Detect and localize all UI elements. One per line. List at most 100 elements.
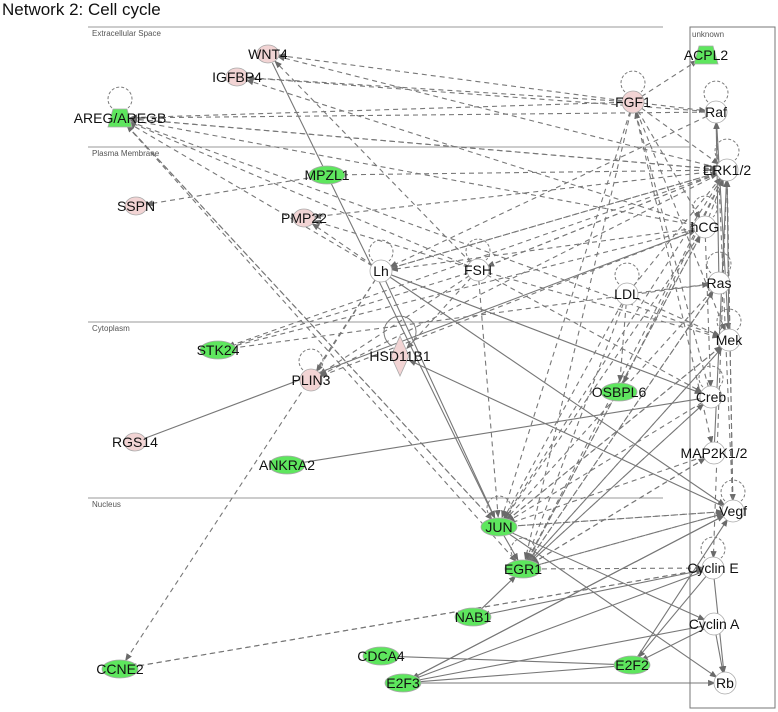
node-label: CCNE2 <box>96 661 144 677</box>
node-label: ERK1/2 <box>703 162 751 178</box>
self-loop <box>703 80 729 103</box>
edge-jun-to-cyclina <box>507 530 706 621</box>
node-hcg[interactable]: hCG <box>691 195 720 239</box>
node-e2f2[interactable]: E2F2 <box>613 655 651 675</box>
node-mek[interactable]: Mek <box>716 308 743 352</box>
self-loop <box>620 70 646 93</box>
node-stk24[interactable]: STK24 <box>197 340 240 360</box>
node-mpzl1[interactable]: MPZL1 <box>304 165 350 185</box>
node-e2f3[interactable]: E2F3 <box>384 673 422 693</box>
node-label: WNT4 <box>248 46 288 62</box>
node-cdca4[interactable]: CDCA4 <box>357 646 405 666</box>
node-ankra2[interactable]: ANKRA2 <box>259 455 315 475</box>
node-plin3[interactable]: PLIN3 <box>292 348 331 392</box>
node-lh[interactable]: Lh <box>368 239 394 283</box>
node-label: Cyclin A <box>689 616 740 632</box>
edge-fgf1-to-jun <box>501 111 631 519</box>
edge-areg-to-egr1 <box>126 125 517 563</box>
node-ccne2[interactable]: CCNE2 <box>96 659 144 679</box>
node-label: MAP2K1/2 <box>681 445 748 461</box>
edge-fgf1-to-egr1 <box>523 111 632 561</box>
edge-fgf1-to-raf <box>642 102 707 114</box>
region-label-extracellular: Extracellular Space <box>92 29 161 38</box>
node-hsd11b1[interactable]: HSD11B1 <box>369 315 431 377</box>
edge-egr1-to-vegf <box>532 512 725 567</box>
edge-ldl-to-jun <box>503 302 623 519</box>
edge-fsh-to-mek <box>487 272 721 339</box>
node-vegf[interactable]: Vegf <box>719 479 747 523</box>
edge-rgs14-to-hcg <box>144 230 697 439</box>
node-shape <box>107 108 133 128</box>
edge-e2f2-to-cdca4 <box>390 653 623 666</box>
edge-erk-to-stk24 <box>226 172 718 348</box>
edge-creb-to-fgf1 <box>634 110 709 388</box>
edge-fsh-to-creb <box>486 274 703 393</box>
edge-fgf1-to-areg <box>129 101 624 121</box>
node-ras[interactable]: Ras <box>706 251 732 295</box>
node-sspn[interactable]: SSPN <box>117 196 155 216</box>
edge-creb-to-jun <box>506 401 703 523</box>
region-label-unknown: unknown <box>692 30 724 39</box>
node-rb[interactable]: Rb <box>713 671 737 695</box>
node-label: SSPN <box>117 198 155 214</box>
node-shape <box>715 158 739 182</box>
node-jun[interactable]: JUN <box>480 495 518 537</box>
self-loop <box>720 479 746 502</box>
node-erk1-2[interactable]: ERK1/2 <box>703 138 751 182</box>
edge-jun-to-mek <box>506 345 722 522</box>
edge-lh-to-plin3 <box>315 279 377 373</box>
node-cyclin-e[interactable]: Cyclin E <box>687 536 739 580</box>
node-wnt4[interactable]: WNT4 <box>248 44 288 64</box>
edge-areg-to-erk <box>129 118 718 172</box>
node-shape <box>615 282 639 306</box>
node-shape <box>256 44 280 64</box>
edge-e2f3-to-vegf <box>411 515 725 679</box>
node-fsh[interactable]: FSH <box>464 238 492 282</box>
edge-hcg-to-areg <box>129 118 696 226</box>
node-label: CDCA4 <box>357 648 405 664</box>
edge-lh-to-vegf <box>388 276 726 506</box>
self-loop <box>614 262 640 285</box>
edge-nab1-to-egr1 <box>479 575 517 611</box>
node-creb[interactable]: Creb <box>696 365 727 409</box>
node-fgf1[interactable]: FGF1 <box>615 70 651 114</box>
edge-hcg-to-creb <box>704 236 714 388</box>
node-shape <box>369 259 393 283</box>
node-rgs14[interactable]: RGS14 <box>112 432 158 452</box>
edge-egr1-to-map2k <box>531 457 707 565</box>
region-label-cytoplasm: Cytoplasm <box>92 324 130 333</box>
node-areg-aregb[interactable]: AREG/AREGB <box>74 86 167 128</box>
node-shape <box>466 258 490 282</box>
node-shape <box>480 517 518 537</box>
edge-cyclina-to-e2f2 <box>640 627 706 662</box>
node-label: E2F3 <box>386 675 420 691</box>
self-loop <box>706 251 732 274</box>
node-osbpl6[interactable]: OSBPL6 <box>592 382 647 402</box>
edge-lh-to-creb <box>390 274 703 394</box>
edge-map2k-to-jun <box>507 455 705 525</box>
node-shape <box>693 215 717 239</box>
node-shape <box>702 441 726 465</box>
edge-erk-to-wnt4 <box>276 55 718 169</box>
node-ldl[interactable]: LDL <box>614 262 640 306</box>
node-egr1[interactable]: EGR1 <box>504 537 542 579</box>
node-acpl2[interactable]: ACPL2 <box>684 45 729 65</box>
node-label: HSD11B1 <box>369 348 430 364</box>
node-pmp22[interactable]: PMP22 <box>281 208 327 228</box>
node-map2k1-2[interactable]: MAP2K1/2 <box>681 441 748 465</box>
node-igfbp4[interactable]: IGFBP4 <box>212 67 262 87</box>
node-nab1[interactable]: NAB1 <box>454 607 492 627</box>
edge-lh-to-jun <box>384 279 496 519</box>
node-shape <box>199 340 237 360</box>
node-shape <box>707 271 731 295</box>
self-loop <box>692 195 718 218</box>
node-label: RGS14 <box>112 434 158 450</box>
region-lines <box>88 26 776 709</box>
edge-wnt4-to-jun <box>271 62 496 519</box>
node-raf[interactable]: Raf <box>703 80 729 124</box>
edge-ldl-to-osbpl6 <box>617 303 627 383</box>
node-cyclin-a[interactable]: Cyclin A <box>689 612 740 636</box>
node-label: E2F2 <box>615 657 649 673</box>
edge-e2f2-to-vegf <box>637 518 728 657</box>
